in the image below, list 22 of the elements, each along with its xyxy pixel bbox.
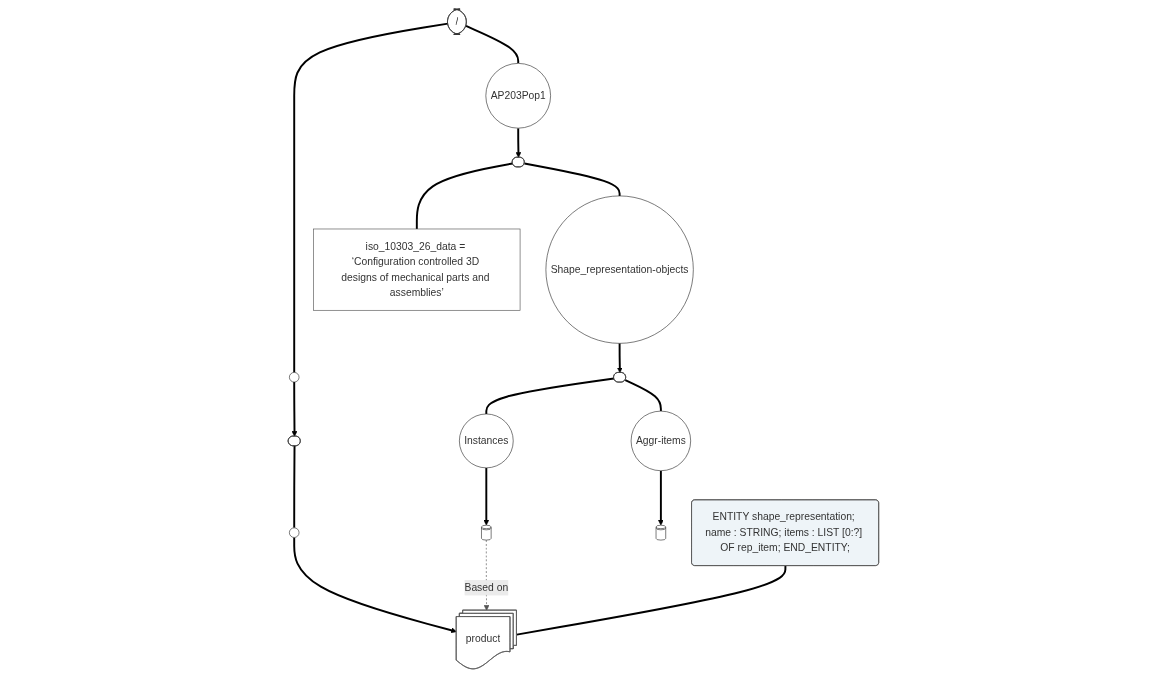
- node-circle: Aggr-items: [630, 410, 692, 471]
- arrow: [293, 536, 457, 633]
- node-circle: [289, 371, 300, 382]
- connector: [415, 162, 514, 230]
- connector: [523, 162, 621, 197]
- arrow: [658, 469, 664, 525]
- connector: [293, 22, 449, 373]
- connector: [515, 564, 787, 636]
- connector: [624, 378, 662, 412]
- node-circle: Instances: [459, 413, 514, 468]
- arrow: [291, 380, 298, 437]
- connector: [485, 376, 615, 415]
- node-box: iso_10303_26_data = ‘Configuration controlled 3D designs of mechanical parts and assemblies’: [313, 228, 521, 311]
- node-circle: [289, 527, 300, 538]
- connector: [293, 444, 296, 529]
- arrow: [515, 126, 522, 158]
- node-circle: Shape_representation-objects: [545, 195, 694, 344]
- edge-label: Based on: [464, 581, 509, 593]
- arrow: [617, 341, 623, 373]
- arrow: [483, 466, 490, 525]
- node-circle: AP203Pop1: [485, 62, 551, 128]
- connector: [465, 24, 520, 64]
